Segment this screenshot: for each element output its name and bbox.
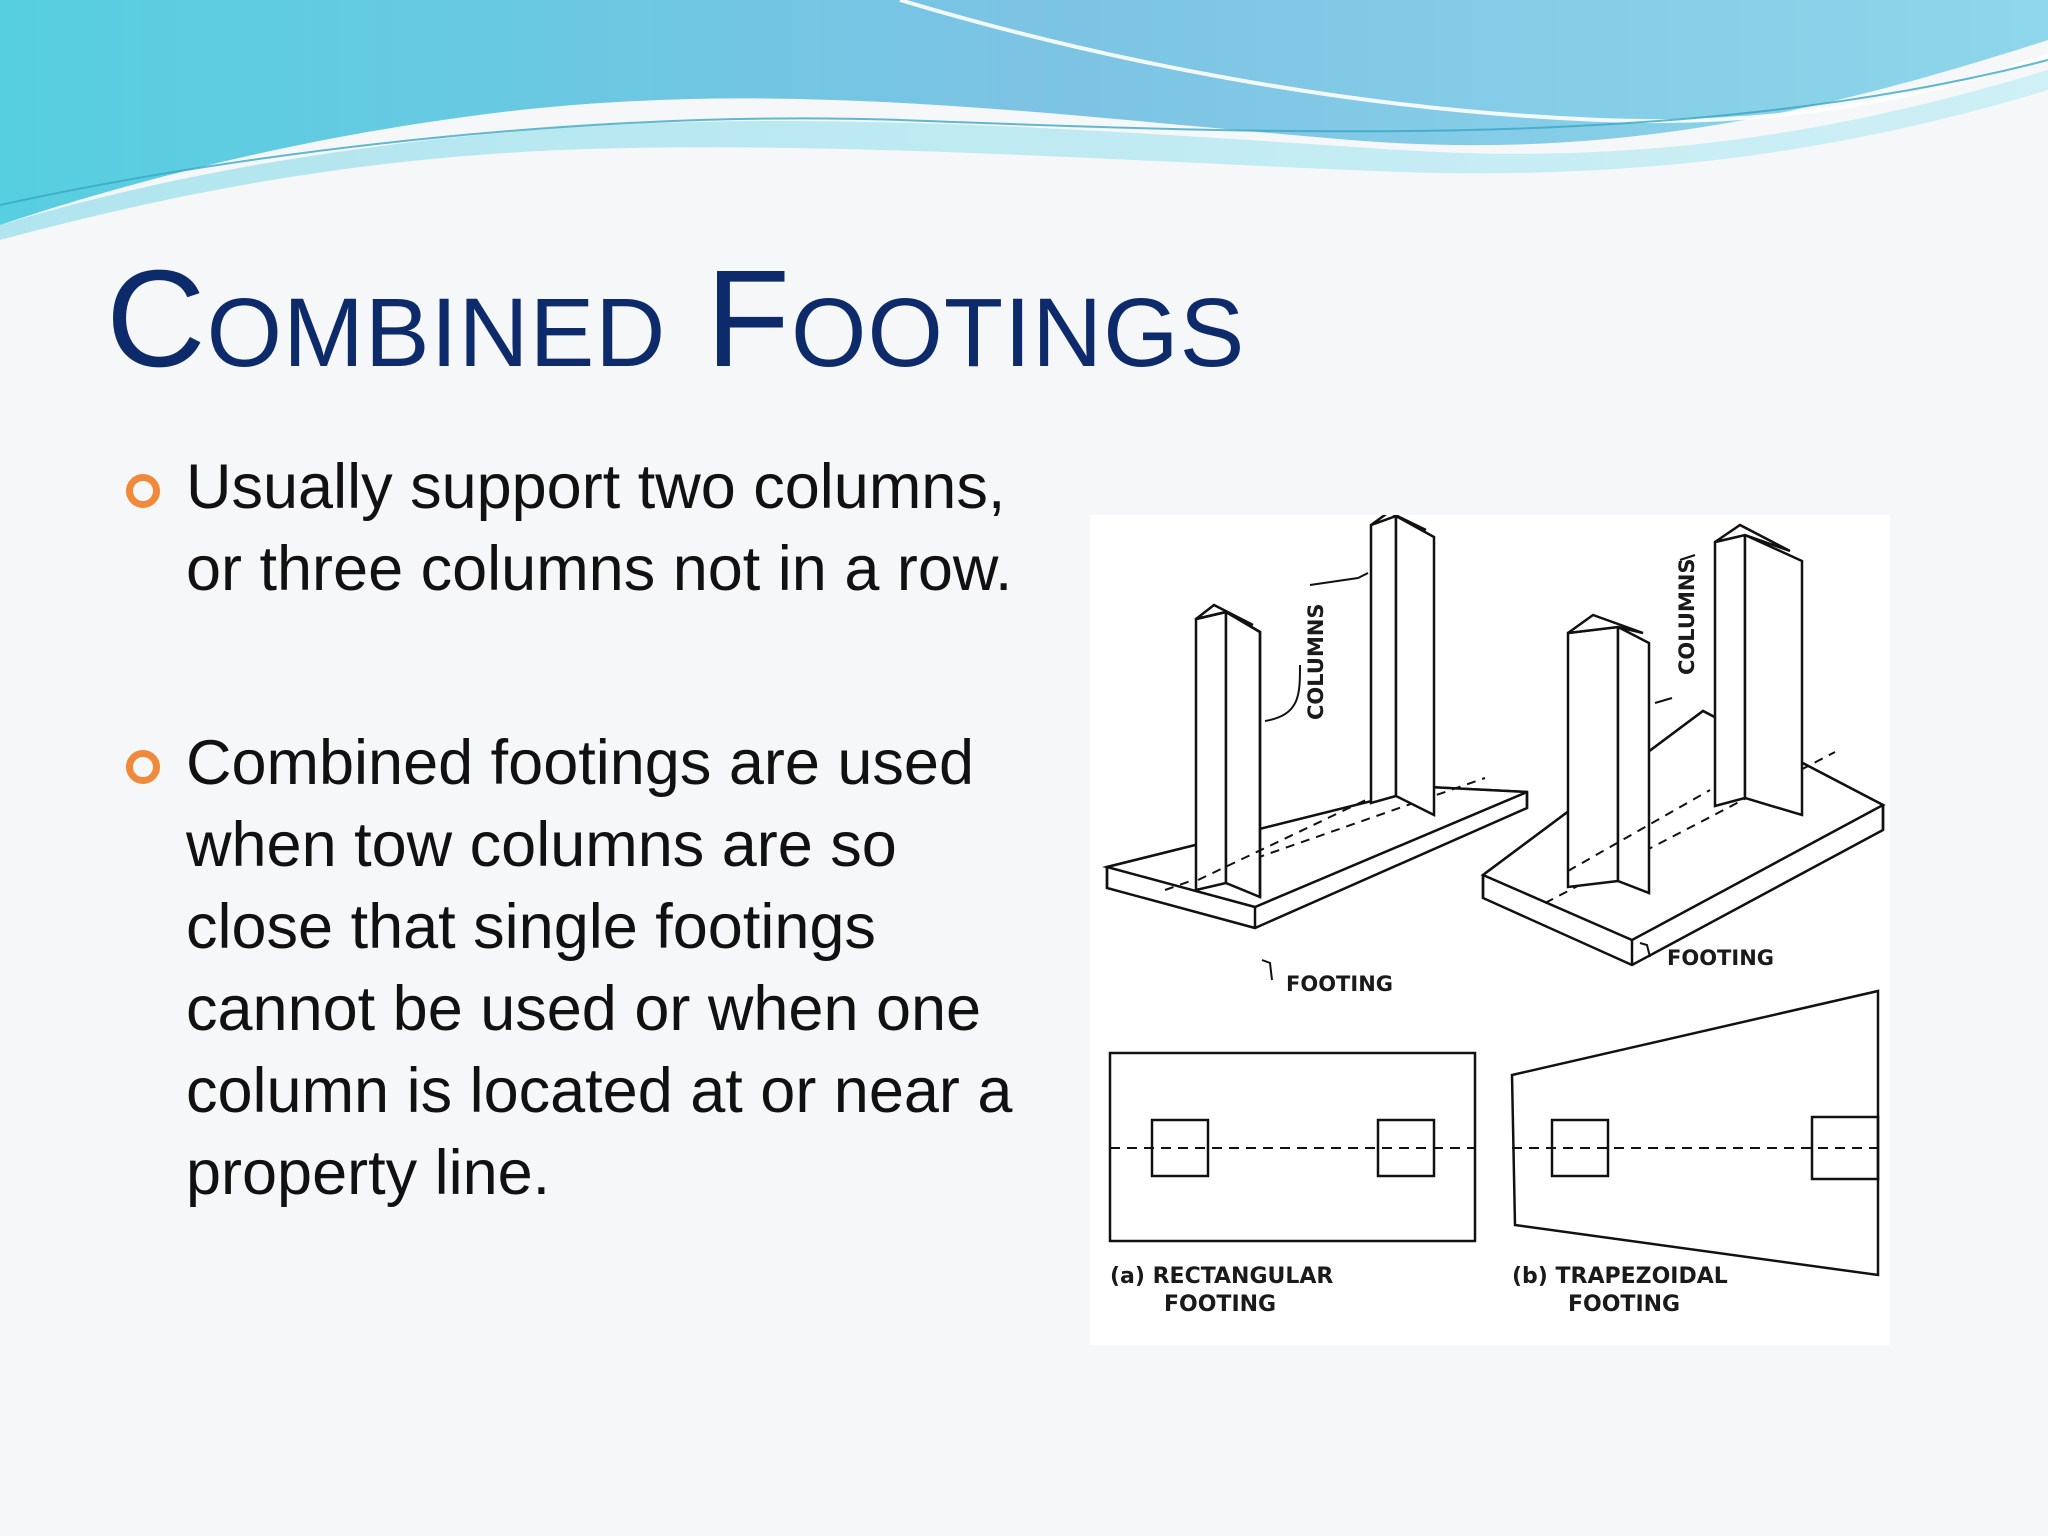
trapezoidal-footing-plan	[1510, 989, 1880, 1277]
bullet-text: Combined footings are used when tow colu…	[186, 728, 1013, 1208]
ring-bullet-icon	[126, 474, 160, 508]
rectangular-footing-plan	[1108, 1051, 1477, 1243]
bullet-text: Usually support two columns, or three co…	[186, 452, 1013, 604]
footing-label-a: FOOTING	[1286, 972, 1393, 996]
columns-label-a: COLUMNS	[1304, 603, 1328, 720]
bullet-item: Usually support two columns, or three co…	[126, 446, 1026, 610]
trapezoidal-footing-isometric	[1480, 523, 1886, 967]
caption-a-line2: FOOTING	[1164, 1292, 1276, 1317]
combined-footing-diagram: COLUMNS FOOTING COLUMNS FOOTING	[1090, 515, 1890, 1345]
slide-title: Combined Footings	[106, 242, 1246, 396]
bullet-item: Combined footings are used when tow colu…	[126, 722, 1026, 1214]
header-wave-decoration	[0, 0, 2048, 240]
columns-label-b: COLUMNS	[1675, 558, 1699, 675]
ring-bullet-icon	[126, 750, 160, 784]
caption-b-line2: FOOTING	[1568, 1292, 1680, 1317]
footing-label-b: FOOTING	[1667, 946, 1774, 970]
bullet-list: Usually support two columns, or three co…	[126, 446, 1026, 1214]
caption-a-line1: (a) RECTANGULAR	[1110, 1264, 1333, 1289]
caption-b-line1: (b) TRAPEZOIDAL	[1512, 1264, 1728, 1289]
rectangular-footing-isometric	[1102, 515, 1529, 981]
